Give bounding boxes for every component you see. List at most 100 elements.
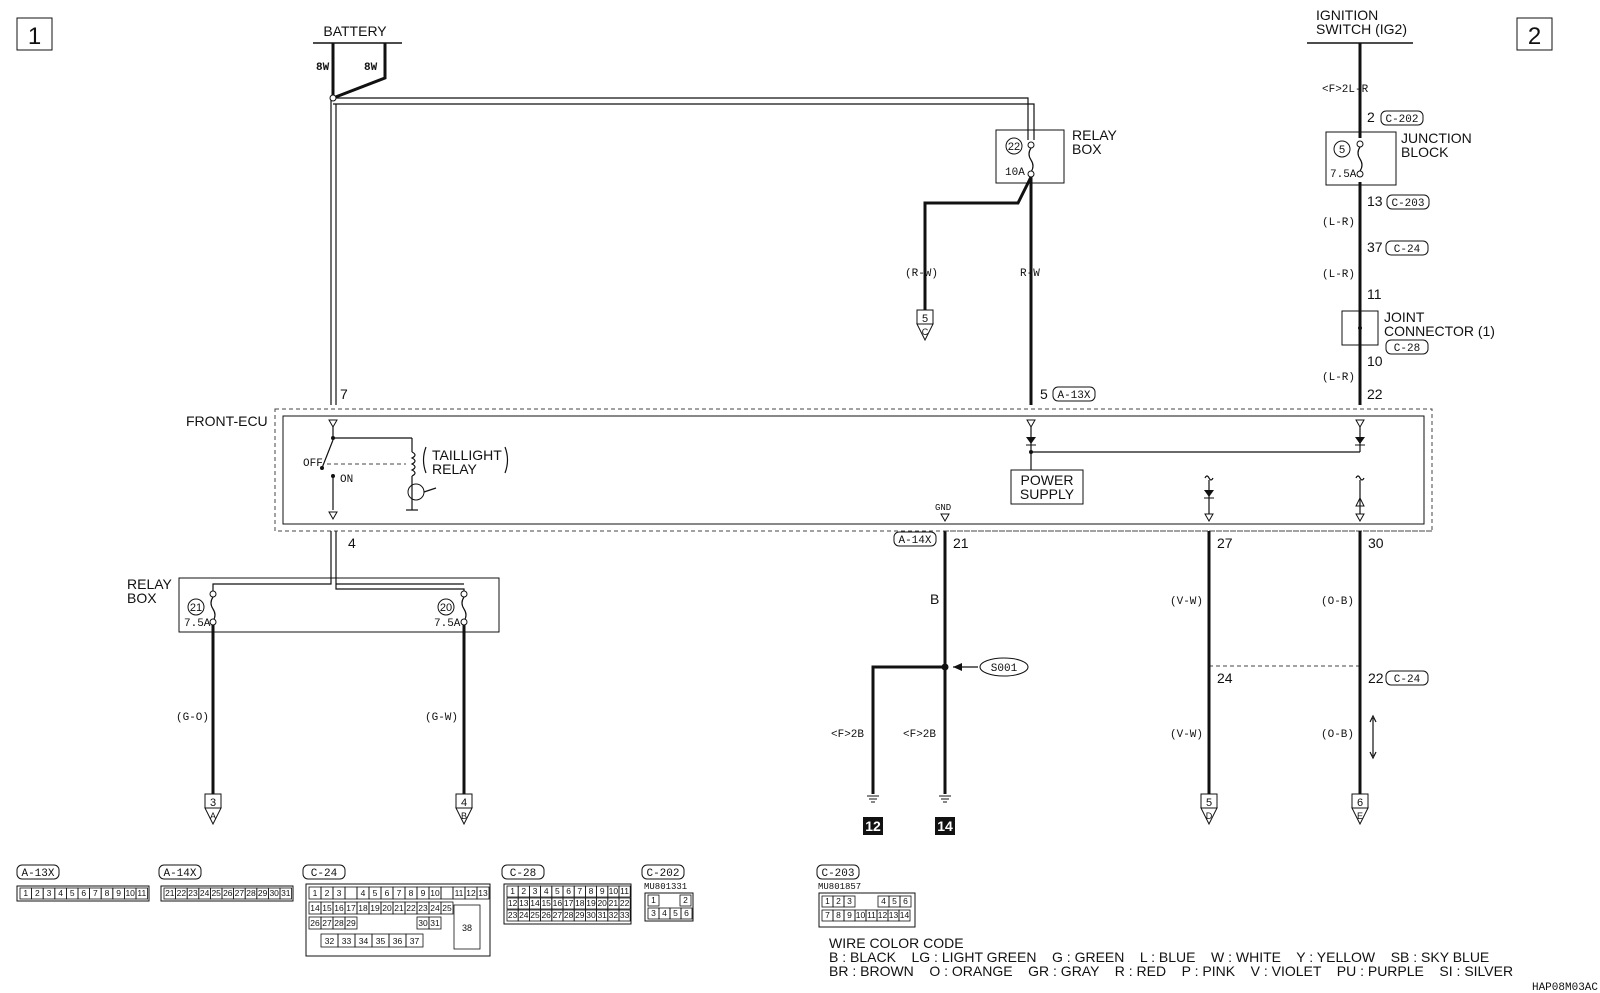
go-wire: (G-O) 3 A: [176, 625, 222, 826]
pin-label: 6: [385, 888, 390, 898]
pin-label: 26: [541, 910, 551, 920]
svg-text:C-28: C-28: [1394, 343, 1420, 355]
pin-label: 8: [409, 888, 414, 898]
pin-label: 29: [575, 910, 585, 920]
pin-label: 8: [589, 886, 594, 896]
svg-text:BOX: BOX: [127, 590, 157, 606]
pin-label: 29: [258, 888, 268, 898]
svg-text:C-24: C-24: [1394, 674, 1421, 686]
pin-label: 5: [70, 888, 75, 898]
svg-text:RELAY: RELAY: [432, 461, 478, 477]
pin-label: 32: [609, 910, 619, 920]
svg-text:B: B: [461, 811, 467, 821]
pin-label: 37: [410, 936, 420, 946]
pin-label: 24: [200, 888, 210, 898]
pin-label: 9: [116, 888, 121, 898]
pin-label: 28: [334, 918, 344, 928]
pin-label: 14: [530, 898, 540, 908]
svg-text:OFF: OFF: [303, 458, 323, 470]
pin-label: 12: [878, 910, 888, 920]
pin-label: 2: [325, 888, 330, 898]
svg-text:37: 37: [1367, 239, 1383, 255]
pin-label: 18: [575, 898, 585, 908]
svg-text:5: 5: [922, 313, 928, 325]
svg-text:MU801331: MU801331: [644, 882, 687, 892]
pin-label: 2: [521, 886, 526, 896]
pin-cell: [679, 894, 692, 907]
svg-text:20: 20: [440, 602, 452, 614]
svg-text:7: 7: [340, 386, 348, 402]
pin-label: 2: [35, 888, 40, 898]
pin-label: 25: [211, 888, 221, 898]
svg-text:22: 22: [1368, 670, 1384, 686]
pin-label: 24: [519, 910, 529, 920]
pin-label: 15: [541, 898, 551, 908]
pin-cell: [898, 909, 911, 922]
pin-label: 5: [673, 908, 678, 918]
pin-label: 19: [586, 898, 596, 908]
svg-text:BOX: BOX: [1072, 141, 1102, 157]
pin-label: 25: [442, 903, 452, 913]
svg-text:E: E: [1357, 811, 1363, 821]
svg-text:1: 1: [28, 23, 41, 50]
svg-text:(G-O): (G-O): [176, 712, 209, 724]
pin-label: 26: [310, 918, 320, 928]
pin-label: 15: [322, 903, 332, 913]
pin-label: 33: [342, 936, 352, 946]
pin-label: 30: [269, 888, 279, 898]
svg-text:22: 22: [1008, 141, 1020, 153]
pin-label: 27: [553, 910, 563, 920]
relay-box-bottom: RELAY BOX 21 7.5A 20 7.5A: [127, 576, 500, 633]
ignition-connectors: 13 C-203 (L-R) 37 C-24 (L-R) 11 JOINT CO…: [1322, 193, 1495, 402]
svg-text:B : BLACK LG : LIGHT GREEN: B : BLACK LG : LIGHT GREEN G : GREEN L :…: [829, 949, 1489, 965]
svg-text:10A: 10A: [1005, 167, 1025, 179]
rw-branch-wire: (R-W) 5 C: [905, 176, 1033, 342]
pin-label: 10: [856, 910, 866, 920]
pin-label: 17: [346, 903, 356, 913]
pin-label: 17: [564, 898, 574, 908]
svg-text:5: 5: [1040, 386, 1048, 402]
svg-text:BR : BROWN O : ORANGE GR: BR : BROWN O : ORANGE GR : GRAY R : RED …: [829, 963, 1513, 979]
svg-text:A: A: [210, 811, 216, 821]
battery-feed-wire: [329, 94, 1035, 405]
pin-label: 10: [430, 888, 440, 898]
svg-text:RELAY: RELAY: [1072, 127, 1118, 143]
pin-label: 23: [188, 888, 198, 898]
pin-label: 22: [620, 898, 630, 908]
svg-text:3: 3: [210, 797, 216, 809]
pin-cell: [618, 909, 631, 922]
pin-label: 3: [533, 886, 538, 896]
svg-text:(R-W): (R-W): [905, 268, 938, 280]
svg-text:22: 22: [1367, 386, 1383, 402]
svg-text:BATTERY: BATTERY: [323, 23, 387, 39]
pin4-wire: 4: [212, 531, 465, 594]
svg-text:(L-R): (L-R): [1322, 269, 1355, 281]
svg-text:30: 30: [1368, 535, 1384, 551]
pin-label: 26: [223, 888, 233, 898]
pin-cell: [440, 901, 454, 915]
svg-text:11: 11: [1367, 286, 1382, 302]
svg-text:C-24: C-24: [311, 868, 338, 880]
svg-text:RELAY: RELAY: [127, 576, 173, 592]
pin-label: 3: [337, 888, 342, 898]
pin-label: 3: [847, 896, 852, 906]
pin-cell: [647, 894, 660, 907]
svg-text:C-203: C-203: [1391, 198, 1424, 210]
pin-label: 9: [421, 888, 426, 898]
pin-label: 30: [418, 918, 428, 928]
pin-label: 20: [382, 903, 392, 913]
pin-label: 24: [430, 903, 440, 913]
svg-text:(L-R): (L-R): [1322, 217, 1355, 229]
pin-label: 35: [376, 936, 386, 946]
rw-wire: R-W 5 A-13X: [1020, 177, 1096, 405]
pin-label: 28: [564, 910, 574, 920]
svg-text:(O-B): (O-B): [1321, 729, 1354, 741]
svg-text:IGNITION: IGNITION: [1316, 7, 1378, 23]
pin-label: 31: [597, 910, 607, 920]
svg-text:(L-R): (L-R): [1322, 372, 1355, 384]
svg-text:A-14X: A-14X: [163, 868, 196, 880]
pin-label: 6: [684, 908, 689, 918]
pin-cell: [344, 886, 358, 900]
